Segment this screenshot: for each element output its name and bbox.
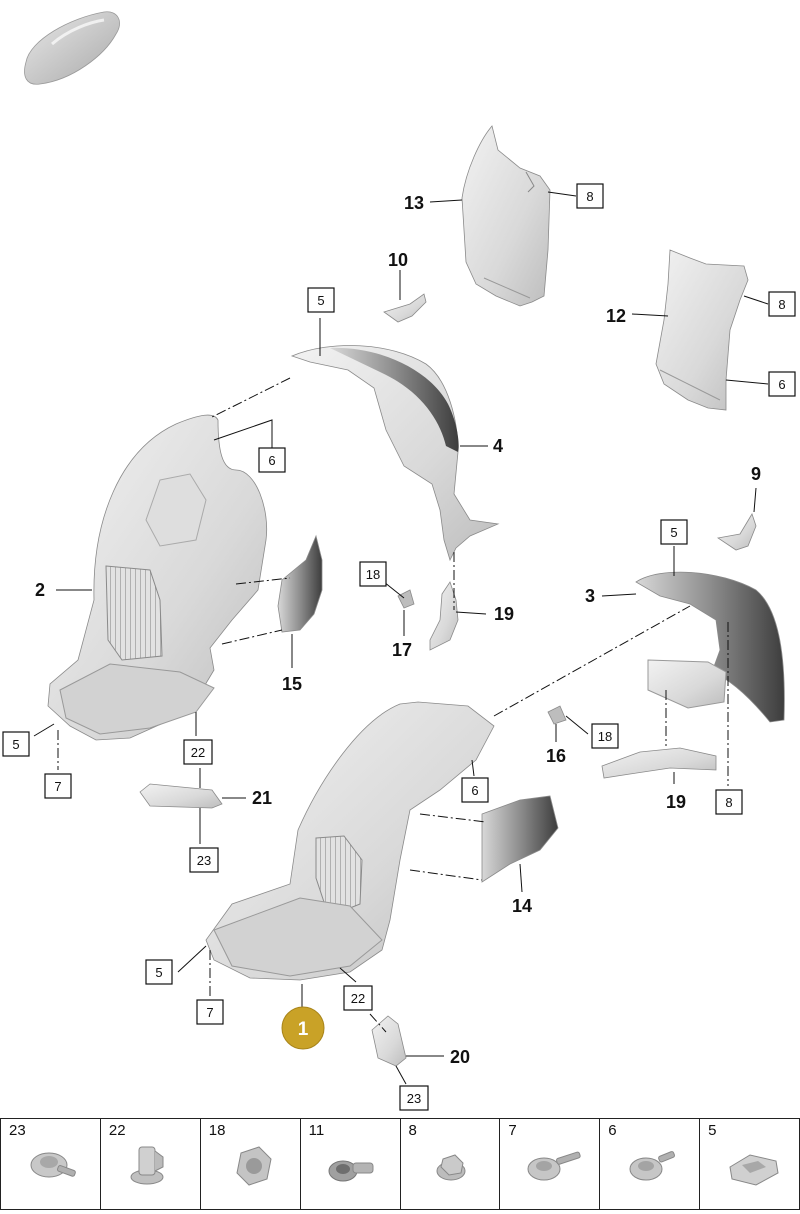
boxed-callout-8-right: 8 <box>768 291 796 317</box>
svg-text:6: 6 <box>471 783 478 798</box>
fastener-cell-22[interactable]: 22 <box>101 1119 201 1209</box>
svg-text:6: 6 <box>778 377 785 392</box>
fastener-number: 11 <box>308 1122 325 1139</box>
part-1-wheel-arch-liner-main <box>205 701 495 981</box>
svg-text:5: 5 <box>12 737 19 752</box>
callout-14: 14 <box>512 896 532 916</box>
svg-text:8: 8 <box>778 297 785 312</box>
callout-16: 16 <box>546 746 566 766</box>
fastener-number: 8 <box>408 1122 417 1139</box>
svg-text:5: 5 <box>317 293 324 308</box>
flange-nut-icon <box>436 1154 465 1181</box>
boxed-callout-5-rear: 5 <box>660 519 688 545</box>
part-21-trim <box>139 783 223 809</box>
boxed-callout-7-bottom: 7 <box>196 999 224 1025</box>
boxed-callout-18-upper: 18 <box>359 561 387 587</box>
fastener-number: 7 <box>508 1122 517 1139</box>
boxed-callout-5-bottom: 5 <box>145 959 173 985</box>
plastic-rivet-icon <box>130 1146 164 1185</box>
svg-text:23: 23 <box>407 1091 421 1106</box>
fastener-number: 5 <box>708 1122 717 1139</box>
boxed-callout-5-top: 5 <box>307 287 335 313</box>
svg-text:8: 8 <box>725 795 732 810</box>
fastener-cell-8[interactable]: 8 <box>401 1119 501 1209</box>
part-20-trim <box>371 1015 407 1067</box>
boxed-callout-6-left: 6 <box>258 447 286 473</box>
part-19-seal-strip-lower <box>601 747 717 779</box>
svg-text:6: 6 <box>268 453 275 468</box>
boxed-callout-22-bottom: 22 <box>343 985 373 1011</box>
callout-3: 3 <box>585 586 595 606</box>
svg-text:22: 22 <box>191 745 205 760</box>
callout-20: 20 <box>450 1047 470 1067</box>
fastener-number: 18 <box>208 1122 226 1139</box>
callout-21: 21 <box>252 788 272 808</box>
fastener-number: 22 <box>108 1122 126 1139</box>
fastener-cell-11[interactable]: 11 <box>301 1119 401 1209</box>
boxed-callout-6-center: 6 <box>461 777 489 803</box>
fastener-cell-23[interactable]: 23 <box>1 1119 101 1209</box>
callout-9: 9 <box>751 464 761 484</box>
part-3-wheel-arch-liner-rear <box>635 571 785 723</box>
part-14-inner-shield <box>481 795 559 883</box>
svg-text:18: 18 <box>598 729 612 744</box>
fastener-cell-7[interactable]: 7 <box>500 1119 601 1209</box>
svg-text:22: 22 <box>351 991 365 1006</box>
boxed-callout-23-left: 23 <box>189 847 219 873</box>
svg-text:7: 7 <box>206 1005 213 1020</box>
long-screw-icon <box>527 1151 582 1181</box>
boxed-callout-22-left: 22 <box>183 739 213 765</box>
svg-text:7: 7 <box>54 779 61 794</box>
callout-12: 12 <box>606 306 626 326</box>
part-19-seal-strip-upper <box>429 581 459 651</box>
svg-text:5: 5 <box>670 525 677 540</box>
part-16-clip <box>547 705 567 725</box>
boxed-callout-7-left: 7 <box>44 773 72 799</box>
fastener-cell-5[interactable]: 5 <box>700 1119 799 1209</box>
part-2-wheel-arch-liner-front <box>47 414 268 741</box>
pan-screw-icon <box>629 1151 676 1181</box>
boxed-callout-8-lower: 8 <box>715 789 743 815</box>
leader-lines <box>33 191 769 1085</box>
boxed-callout-5-left: 5 <box>2 731 30 757</box>
svg-text:8: 8 <box>586 189 593 204</box>
svg-text:23: 23 <box>197 853 211 868</box>
fastener-legend-strip: 23 22 18 11 8 <box>0 1118 800 1210</box>
fastener-number: 23 <box>9 1122 26 1139</box>
hex-nut-icon <box>236 1146 272 1186</box>
part-17-clip <box>397 589 415 609</box>
boxed-callout-8-top: 8 <box>576 183 604 209</box>
callout-1: 1 <box>298 1019 309 1040</box>
part-4-wheel-arch-liner <box>290 345 500 562</box>
callout-19-upper: 19 <box>494 604 514 624</box>
callout-19-lower: 19 <box>666 792 686 812</box>
callout-15: 15 <box>282 674 302 694</box>
callout-10: 10 <box>388 250 408 270</box>
fastener-number: 6 <box>608 1122 617 1139</box>
boxed-callout-23-bottom: 23 <box>399 1085 429 1111</box>
callout-13: 13 <box>404 193 424 213</box>
svg-text:5: 5 <box>155 965 162 980</box>
boxed-callout-6-right: 6 <box>768 371 796 397</box>
part-13-wheel-arch-panel <box>461 125 551 307</box>
fastener-cell-6[interactable]: 6 <box>600 1119 701 1209</box>
fastener-cell-18[interactable]: 18 <box>201 1119 301 1209</box>
expansion-rivet-icon <box>328 1160 374 1182</box>
callout-4: 4 <box>493 436 503 456</box>
callout-1-highlight[interactable]: 1 <box>281 1006 325 1050</box>
callout-2: 2 <box>35 580 45 600</box>
vehicle-silhouette-icon <box>24 11 120 85</box>
svg-text:18: 18 <box>366 567 380 582</box>
part-9-bracket <box>716 513 757 551</box>
spring-clip-icon <box>729 1154 779 1186</box>
callout-17: 17 <box>392 640 412 660</box>
part-15-inner-shield <box>277 534 323 633</box>
part-10-bracket <box>383 293 427 323</box>
part-12-wheel-arch-panel <box>655 249 749 411</box>
boxed-callout-18-lower: 18 <box>591 723 619 749</box>
flange-screw-icon <box>30 1152 76 1178</box>
